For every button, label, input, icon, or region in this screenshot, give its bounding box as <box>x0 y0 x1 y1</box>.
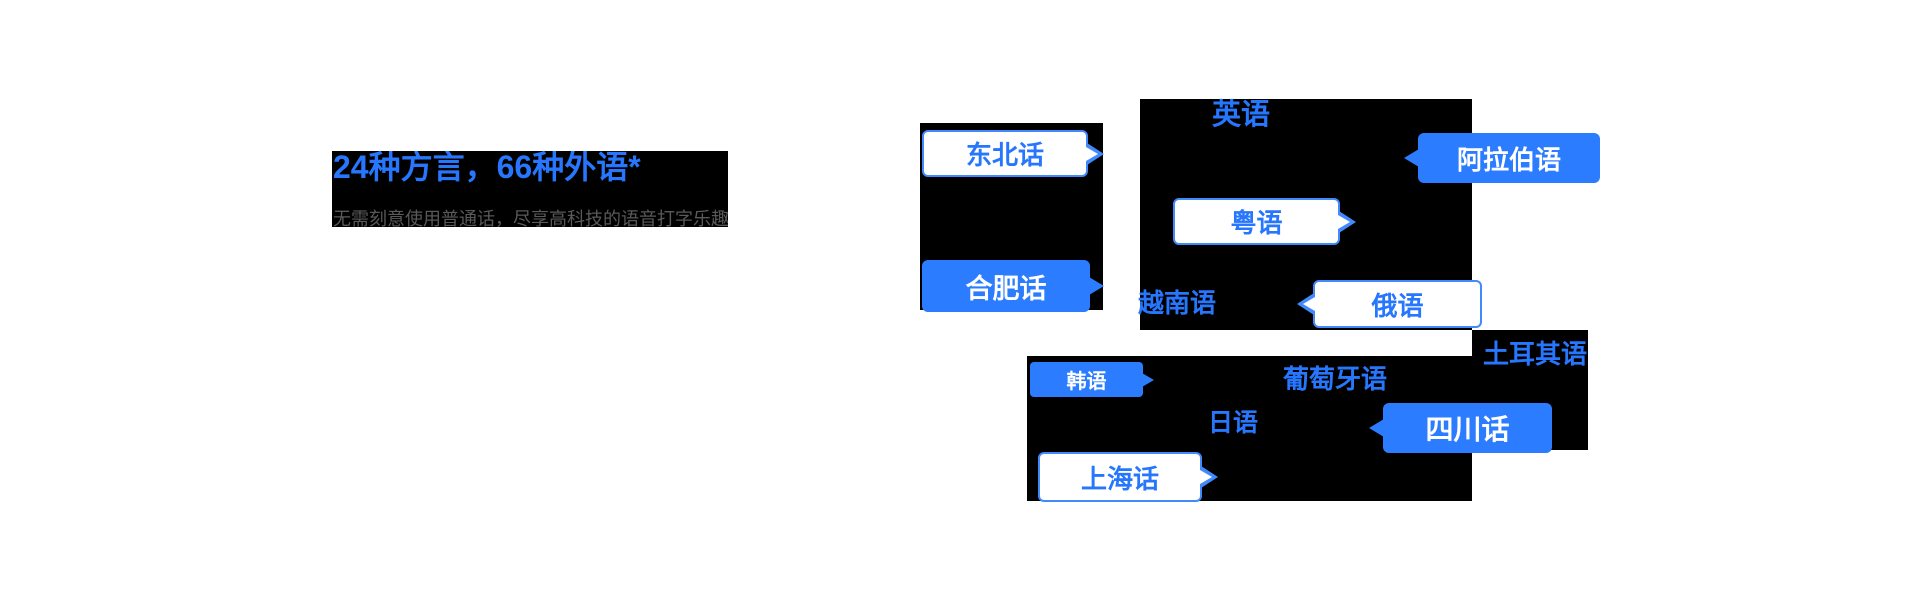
section-subtitle: 无需刻意使用普通话，尽享高科技的语音打字乐趣 <box>333 209 728 227</box>
language-bubble-dongbei-dialect: 东北话 <box>922 130 1088 177</box>
language-label-japanese: 日语 <box>1208 409 1259 437</box>
hero-text-block: 24种方言，66种外语* 无需刻意使用普通话，尽享高科技的语音打字乐趣 <box>332 151 728 227</box>
bubble-label: 阿拉伯语 <box>1456 144 1561 175</box>
language-bubble-hefei-dialect: 合肥话 <box>922 260 1090 312</box>
section-title: 24种方言，66种外语* <box>333 151 641 185</box>
language-label-english: 英语 <box>1212 99 1271 131</box>
bubble-label: 上海话 <box>1080 463 1159 494</box>
bubble-label: 韩语 <box>1066 371 1107 393</box>
language-bubble-shanghai-dialect: 上海话 <box>1038 452 1202 502</box>
language-bubble-sichuan-dialect: 四川话 <box>1383 403 1552 453</box>
language-label-turkish: 土耳其语 <box>1483 339 1588 369</box>
language-bubble-cantonese: 粤语 <box>1173 198 1340 245</box>
language-label-portuguese: 葡萄牙语 <box>1283 364 1388 394</box>
bubble-label: 合肥话 <box>965 273 1047 304</box>
language-bubble-korean: 韩语 <box>1030 362 1143 397</box>
bubble-label: 俄语 <box>1371 290 1424 321</box>
language-bubble-arabic: 阿拉伯语 <box>1418 133 1600 183</box>
language-bubble-russian: 俄语 <box>1313 280 1482 328</box>
bubble-label: 东北话 <box>965 140 1044 170</box>
bubble-label: 四川话 <box>1425 414 1510 445</box>
bubble-label: 粤语 <box>1230 208 1283 238</box>
language-label-vietnamese: 越南语 <box>1138 288 1217 318</box>
